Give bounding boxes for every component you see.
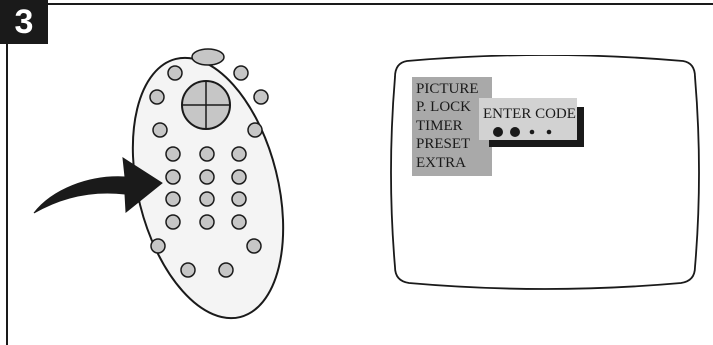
menu-item-p-lock: P. LOCK xyxy=(416,99,471,115)
tv-screen-illustration: PICTURE P. LOCK TIMER PRESET EXTRA ENTER… xyxy=(390,55,700,290)
remote-button xyxy=(233,65,249,81)
remote-button xyxy=(152,122,168,138)
remote-button xyxy=(253,89,269,105)
remote-button xyxy=(150,238,166,254)
remote-button xyxy=(218,262,234,278)
keypad-button xyxy=(165,191,181,207)
keypad-button xyxy=(165,214,181,230)
remote-button xyxy=(180,262,196,278)
code-dot-entered xyxy=(510,127,520,137)
menu-item-timer: TIMER xyxy=(416,118,463,134)
keypad-button xyxy=(199,214,215,230)
keypad-button xyxy=(231,169,247,185)
keypad-button xyxy=(231,191,247,207)
menu-background xyxy=(412,77,492,176)
code-dot-empty xyxy=(546,129,552,135)
step-number-badge: 3 xyxy=(0,0,48,44)
remote-control-illustration xyxy=(33,48,285,320)
code-entry-indicator xyxy=(493,127,552,137)
enter-code-title: ENTER CODE xyxy=(483,106,576,122)
numeric-keypad xyxy=(165,146,247,230)
menu-list: PICTURE P. LOCK TIMER PRESET EXTRA xyxy=(416,81,479,171)
pointing-arrow-icon xyxy=(33,157,163,214)
menu-item-preset: PRESET xyxy=(416,136,470,152)
keypad-button xyxy=(165,146,181,162)
keypad-button xyxy=(231,214,247,230)
remote-button xyxy=(167,65,183,81)
keypad-button xyxy=(199,146,215,162)
code-dot-empty xyxy=(529,129,535,135)
frame-top-border xyxy=(48,3,713,5)
navigation-pad xyxy=(181,80,231,130)
frame-left-border xyxy=(6,44,8,345)
keypad-button xyxy=(165,169,181,185)
remote-button xyxy=(149,89,165,105)
keypad-button xyxy=(199,191,215,207)
remote-button xyxy=(247,122,263,138)
keypad-button xyxy=(199,169,215,185)
menu-item-extra: EXTRA xyxy=(416,155,466,171)
code-dot-entered xyxy=(493,127,503,137)
menu-item-picture: PICTURE xyxy=(416,81,479,97)
remote-button xyxy=(246,238,262,254)
remote-body xyxy=(131,56,285,320)
power-button xyxy=(191,48,225,66)
keypad-button xyxy=(231,146,247,162)
